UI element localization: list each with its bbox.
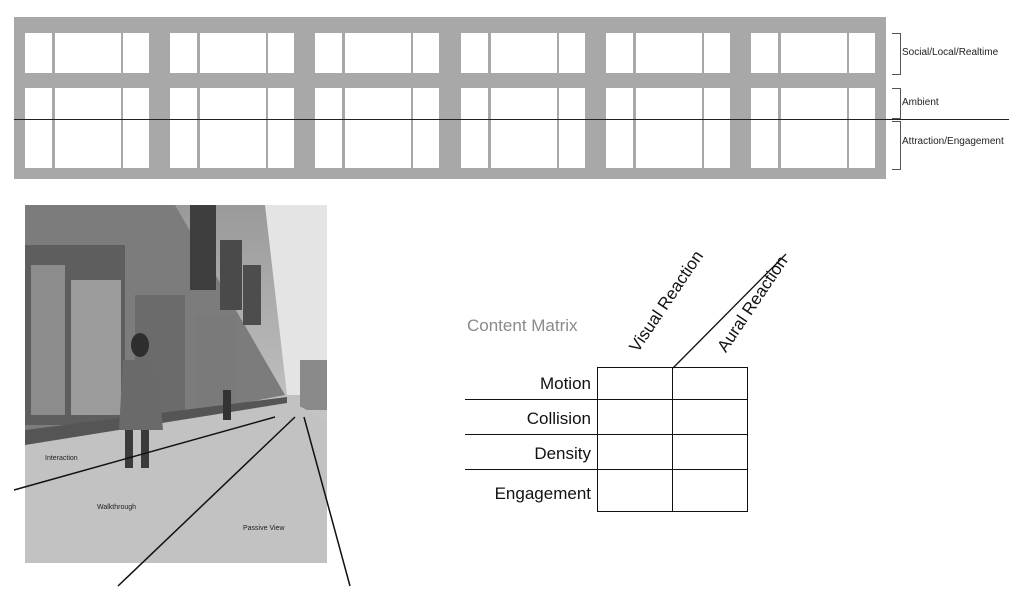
facade-window-pane (490, 33, 557, 73)
facade-window-pane (751, 33, 778, 73)
storefront-facade (14, 17, 886, 179)
sightline-walkthrough (117, 416, 296, 587)
sightline-passive-view (303, 416, 351, 587)
facade-window-pane (460, 33, 488, 73)
facade-window-pane (200, 88, 267, 168)
facade-window-pane (703, 88, 730, 168)
street-scene-illustration (25, 205, 327, 563)
facade-window-pane (635, 88, 702, 168)
facade-window-pane (849, 33, 875, 73)
row-label-motion: Motion (539, 374, 591, 393)
matrix-middle-line (672, 367, 673, 512)
facade-window-pane (55, 33, 121, 73)
facade-window-pane (703, 33, 730, 73)
ambient-divider-line (14, 119, 1009, 120)
facade-window-pane (849, 88, 875, 168)
zone-label-interaction: Interaction (45, 455, 78, 462)
facade-window-pane (268, 33, 295, 73)
label-attraction-engagement: Attraction/Engagement (902, 136, 1004, 147)
facade-window-pane (490, 88, 557, 168)
bracket-social (892, 33, 901, 75)
row-label-engagement: Engagement (494, 484, 591, 503)
matrix-row-line-2 (465, 434, 748, 435)
matrix-left-line (597, 367, 598, 512)
facade-window-pane (781, 33, 847, 73)
facade-window-pane (25, 88, 52, 168)
facade-window-pane (25, 33, 52, 73)
facade-window-pane (558, 33, 585, 73)
facade-window-pane (605, 88, 633, 168)
facade-window-pane (460, 88, 488, 168)
facade-window-pane (55, 88, 121, 168)
facade-window-pane (268, 88, 295, 168)
facade-window-pane (170, 88, 198, 168)
zone-label-passive-view: Passive View (243, 525, 285, 532)
facade-window-pane (123, 88, 149, 168)
facade-window-pane (413, 33, 440, 73)
facade-window-pane (345, 88, 412, 168)
facade-window-pane (751, 88, 778, 168)
facade-window-pane (345, 33, 412, 73)
zone-label-walkthrough: Walkthrough (97, 504, 137, 511)
matrix-right-line (747, 367, 748, 512)
facade-window-pane (558, 88, 585, 168)
facade-window-pane (315, 88, 343, 168)
street-photo: Interaction Walkthrough Passive View (25, 205, 327, 563)
facade-window-pane (123, 33, 149, 73)
facade-window-pane (413, 88, 440, 168)
sightline-interaction (13, 416, 276, 491)
facade-window-pane (781, 88, 847, 168)
facade-window-pane (635, 33, 702, 73)
bracket-attraction (892, 121, 901, 170)
matrix-row-line-1 (465, 399, 748, 400)
facade-window-pane (315, 33, 343, 73)
matrix-title: Content Matrix (467, 316, 578, 335)
facade-window-pane (200, 33, 267, 73)
row-label-density: Density (534, 444, 591, 463)
label-social-local-realtime: Social/Local/Realtime (902, 47, 999, 58)
facade-window-pane (605, 33, 633, 73)
matrix-row-line-3 (465, 469, 748, 470)
bracket-ambient (892, 88, 901, 119)
row-label-collision: Collision (526, 409, 591, 428)
matrix-header-diagonal (672, 253, 787, 369)
facade-window-pane (170, 33, 198, 73)
label-ambient: Ambient (902, 97, 939, 108)
